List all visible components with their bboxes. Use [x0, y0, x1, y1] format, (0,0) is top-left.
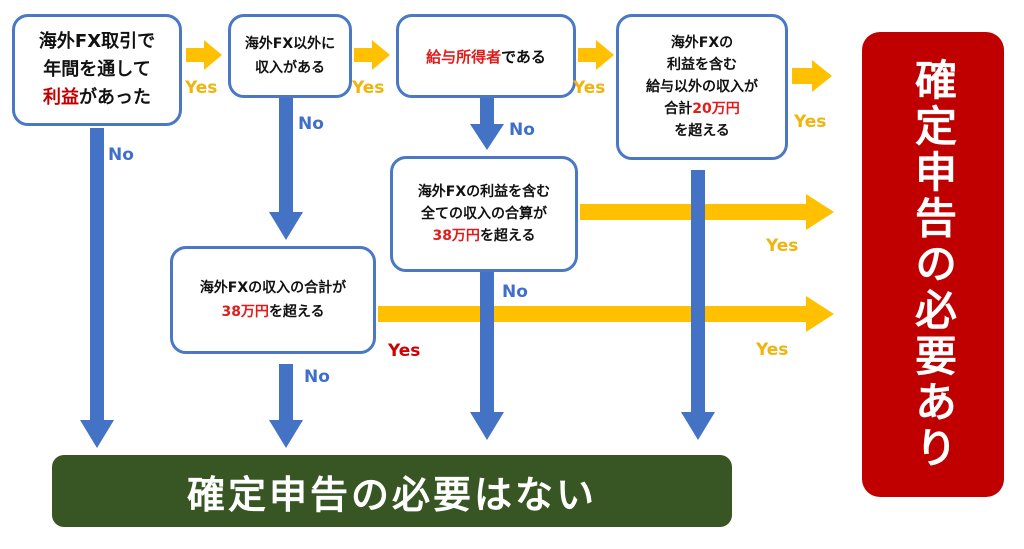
- result-filing-not-required: 確定申告の必要はない: [52, 455, 732, 527]
- yes-arrow-q2-q3: [354, 40, 390, 70]
- question-total-income-38man: 海外FXの利益を含む 全ての収入の合算が 38万円を超える: [390, 156, 578, 272]
- yes-arrow-q1-q2: [186, 40, 222, 70]
- question-fx-income-38man: 海外FXの収入の合計が 38万円を超える: [170, 246, 376, 354]
- result-filing-required: 確定申告の必要あり: [862, 32, 1004, 497]
- yes-label-q5: Yes: [766, 236, 799, 256]
- no-arrow-q3-q5: [470, 98, 504, 150]
- question-salaried: 給与所得者である: [396, 14, 576, 98]
- yes-arrow-q6-result: [378, 296, 834, 332]
- no-arrow-q1-result: [80, 128, 114, 448]
- yes-label-q2: Yes: [352, 78, 385, 98]
- yes-label-q4: Yes: [794, 112, 827, 132]
- yes-label-q6-right: Yes: [756, 340, 789, 360]
- no-label-q3: No: [509, 120, 535, 140]
- yes-arrow-q4-result: [792, 60, 832, 92]
- yes-label-q6: Yes: [388, 341, 421, 361]
- no-arrow-q2-q6: [269, 98, 303, 240]
- yes-label-q1: Yes: [185, 78, 218, 98]
- question-other-income: 海外FX以外に 収入がある: [228, 14, 352, 98]
- no-label-q1: No: [108, 145, 134, 165]
- question-non-salary-20man: 海外FXの 利益を含む 給与以外の収入が 合計20万円 を超える: [616, 14, 788, 160]
- question-fx-profit: 海外FX取引で 年間を通して 利益があった: [12, 14, 182, 126]
- no-label-q5: No: [502, 282, 528, 302]
- no-arrow-q5-result: [470, 272, 504, 440]
- yes-label-q3: Yes: [573, 78, 606, 98]
- result-filing-required-text: 確定申告の必要あり: [908, 57, 958, 472]
- no-label-q2: No: [298, 114, 324, 134]
- yes-arrow-q3-q4: [578, 40, 614, 70]
- result-filing-not-required-text: 確定申告の必要はない: [186, 472, 597, 517]
- no-arrow-q6-result: [269, 364, 303, 448]
- no-arrow-q4-result: [681, 170, 715, 440]
- no-label-q6: No: [304, 367, 330, 387]
- yes-arrow-q5-result: [580, 194, 834, 230]
